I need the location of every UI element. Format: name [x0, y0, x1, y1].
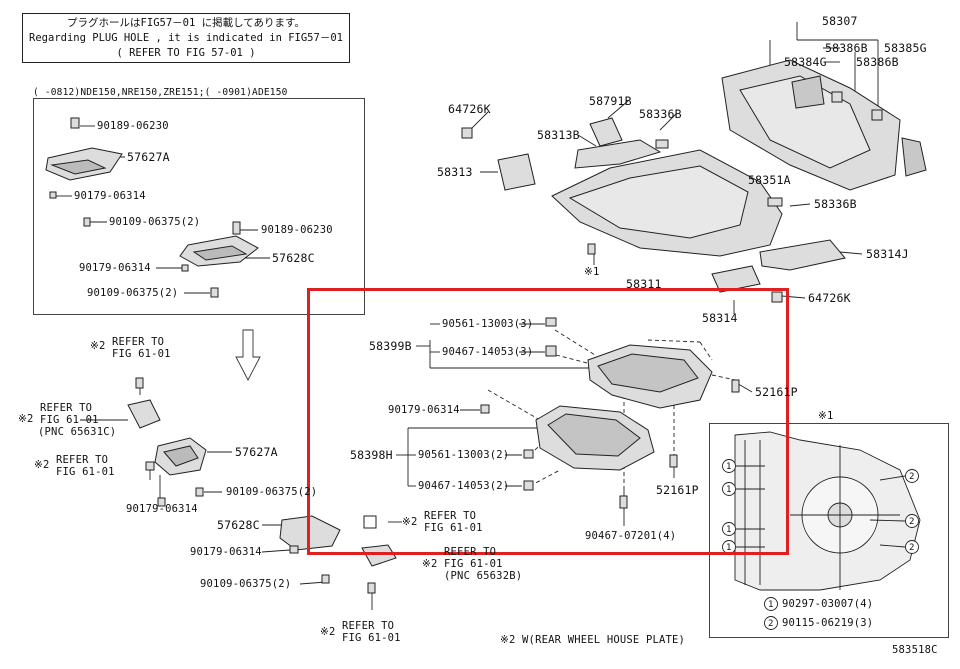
part-label[interactable]: 58386B — [856, 55, 899, 69]
footnote: ※2 W(REAR WHEEL HOUSE PLATE) — [500, 634, 686, 646]
part-label[interactable]: 90179-06314 — [79, 262, 151, 274]
part-label[interactable]: 57627A — [127, 150, 170, 164]
circle-number-2: 2 — [909, 472, 915, 482]
highlight-box — [307, 288, 789, 555]
part-label[interactable]: 58398H — [350, 448, 393, 462]
inset-note-mark: ※1 — [818, 410, 834, 422]
refer-link[interactable]: FIG 61-01 — [112, 348, 171, 360]
refer-link[interactable]: REFER TO — [112, 336, 165, 348]
part-label[interactable]: 90189-06230 — [261, 224, 333, 236]
refer-link[interactable]: (PNC 65631C) — [38, 426, 117, 438]
circle-number-1: 1 — [726, 543, 732, 553]
refer-link[interactable]: FIG 61-01 — [424, 522, 483, 534]
part-label[interactable]: 58336B — [814, 197, 857, 211]
part-label[interactable]: 58314J — [866, 247, 909, 261]
circle-number-2: 2 — [909, 543, 915, 553]
circle-number-2: 2 — [768, 619, 774, 629]
circle-number-1: 1 — [726, 462, 732, 472]
part-label[interactable]: 58351A — [748, 173, 791, 187]
plug-hole-note-box: プラグホールはFIG57－01 に掲載してあります。 Regarding PLU… — [22, 13, 350, 63]
part-label[interactable]: 90467-07201(4) — [585, 530, 677, 542]
part-label[interactable]: 58336B — [639, 107, 682, 121]
legend-part-2[interactable]: 90115-06219(3) — [782, 617, 874, 629]
refer-link[interactable]: REFER TO — [444, 546, 497, 558]
wheel-house-inset-box — [709, 423, 949, 638]
refer-link[interactable]: FIG 61-01 — [40, 414, 99, 426]
part-label[interactable]: 58386B — [825, 41, 868, 55]
note-line-japanese: プラグホールはFIG57－01 に掲載してあります。 — [67, 17, 305, 29]
part-label[interactable]: 90467-14053(2) — [418, 480, 510, 492]
part-label[interactable]: 90179-06314 — [388, 404, 460, 416]
variant-inset-box — [33, 98, 365, 315]
part-label[interactable]: 90109-06375(2) — [200, 578, 292, 590]
circle-number-2: 2 — [909, 517, 915, 527]
part-label[interactable]: 58384G — [784, 55, 827, 69]
figure-code: 583518C — [892, 644, 938, 656]
part-label[interactable]: 90561-13003(2) — [418, 449, 510, 461]
note-line-refer: ( REFER TO FIG 57-01 ) — [116, 47, 256, 59]
refer-mark: ※2 — [18, 413, 34, 425]
part-label[interactable]: 90179-06314 — [74, 190, 146, 202]
part-label[interactable]: 64726K — [808, 291, 851, 305]
refer-link[interactable]: FIG 61-01 — [56, 466, 115, 478]
part-label[interactable]: 90179-06314 — [126, 503, 198, 515]
legend-part-1[interactable]: 90297-03007(4) — [782, 598, 874, 610]
refer-mark: ※2 — [320, 626, 336, 638]
circle-number-1: 1 — [726, 485, 732, 495]
refer-link[interactable]: REFER TO — [56, 454, 109, 466]
refer-link[interactable]: REFER TO — [342, 620, 395, 632]
part-label[interactable]: 90109-06375(2) — [87, 287, 179, 299]
part-label[interactable]: 64726K — [448, 102, 491, 116]
part-label[interactable]: 52161P — [656, 483, 699, 497]
part-label[interactable]: 52161P — [755, 385, 798, 399]
part-label[interactable]: 90109-06375(2) — [109, 216, 201, 228]
part-label[interactable]: 90561-13003(3) — [442, 318, 534, 330]
part-label[interactable]: 58313 — [437, 165, 473, 179]
circle-number-1: 1 — [726, 525, 732, 535]
part-label[interactable]: 58385G — [884, 41, 927, 55]
refer-mark: ※2 — [34, 459, 50, 471]
refer-link[interactable]: FIG 61-01 — [342, 632, 401, 644]
refer-mark: ※2 — [422, 558, 438, 570]
circle-number-1: 1 — [768, 600, 774, 610]
part-label[interactable]: 58399B — [369, 339, 412, 353]
part-label[interactable]: 58311 — [626, 277, 662, 291]
part-label[interactable]: 90179-06314 — [190, 546, 262, 558]
part-label[interactable]: 57628C — [272, 251, 315, 265]
part-label[interactable]: 58313B — [537, 128, 580, 142]
part-label[interactable]: 57627A — [235, 445, 278, 459]
refer-mark: ※2 — [402, 516, 418, 528]
part-label[interactable]: 90189-06230 — [97, 120, 169, 132]
refer-mark: ※2 — [90, 340, 106, 352]
part-label[interactable]: 58314 — [702, 311, 738, 325]
part-label[interactable]: 58791B — [589, 94, 632, 108]
applicability-label: ( -0812)NDE150,NRE150,ZRE151;( -0901)ADE… — [33, 87, 288, 98]
note-line-english: Regarding PLUG HOLE , it is indicated in… — [29, 32, 343, 44]
refer-link[interactable]: REFER TO — [40, 402, 93, 414]
part-label[interactable]: 57628C — [217, 518, 260, 532]
part-label[interactable]: 58307 — [822, 14, 858, 28]
refer-link[interactable]: (PNC 65632B) — [444, 570, 523, 582]
refer-link[interactable]: REFER TO — [424, 510, 477, 522]
part-label[interactable]: 90109-06375(2) — [226, 486, 318, 498]
part-label[interactable]: 90467-14053(3) — [442, 346, 534, 358]
refer-link[interactable]: FIG 61-01 — [444, 558, 503, 570]
note-mark: ※1 — [584, 266, 600, 278]
